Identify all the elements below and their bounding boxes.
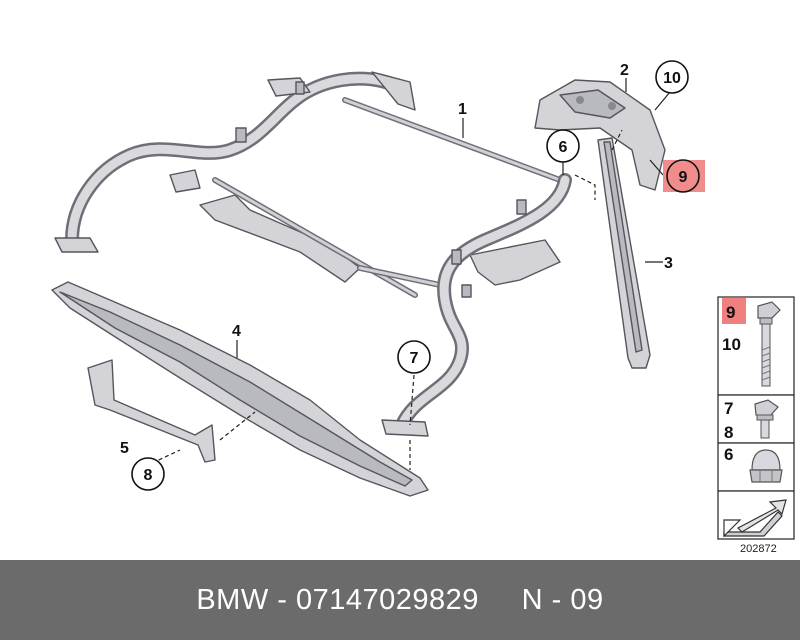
callout-10: 10 <box>663 70 681 87</box>
part-number-text: BMW - 07147029829 N - 09 <box>196 583 604 616</box>
callout-4: 4 <box>232 323 241 340</box>
parts-diagram: 1 2 3 4 5 6 7 8 9 10 9 10 7 <box>51 60 795 555</box>
fastener-legend: 9 10 7 8 6 202872 <box>717 296 795 555</box>
legend-label-7: 7 <box>724 399 733 418</box>
arrow-icon <box>723 499 787 538</box>
callout-1: 1 <box>458 101 467 118</box>
highlight-9 <box>663 160 705 192</box>
callout-2: 2 <box>620 62 629 79</box>
leader-lines <box>145 78 671 470</box>
legend-highlight-9 <box>722 298 746 324</box>
cap-nut-icon <box>749 449 783 483</box>
legend-label-8: 8 <box>724 423 733 442</box>
part-4-beam <box>51 281 429 497</box>
legend-label-6: 6 <box>724 445 733 464</box>
callout-3: 3 <box>664 255 673 272</box>
short-bolt-icon <box>754 399 779 439</box>
legend-label-10: 10 <box>722 335 741 354</box>
callout-7: 7 <box>410 350 419 367</box>
callout-8: 8 <box>144 467 153 484</box>
legend-label-9: 9 <box>726 303 735 322</box>
part-5-bracket <box>87 359 216 463</box>
callout-6: 6 <box>559 139 568 156</box>
part-2-bracket <box>534 79 666 191</box>
callout-9: 9 <box>679 169 688 186</box>
frame-plate-left <box>199 194 361 283</box>
long-bolt-icon <box>757 301 781 387</box>
callouts: 1 2 3 4 5 6 7 8 9 10 <box>120 60 705 491</box>
callout-5: 5 <box>120 440 129 457</box>
frame-plate-right <box>469 239 561 286</box>
part-1-frame <box>54 71 572 437</box>
part-3-strut <box>597 137 651 369</box>
footer-bar: BMW - 07147029829 N - 09 <box>0 560 800 640</box>
diagram-number: 202872 <box>740 543 777 555</box>
